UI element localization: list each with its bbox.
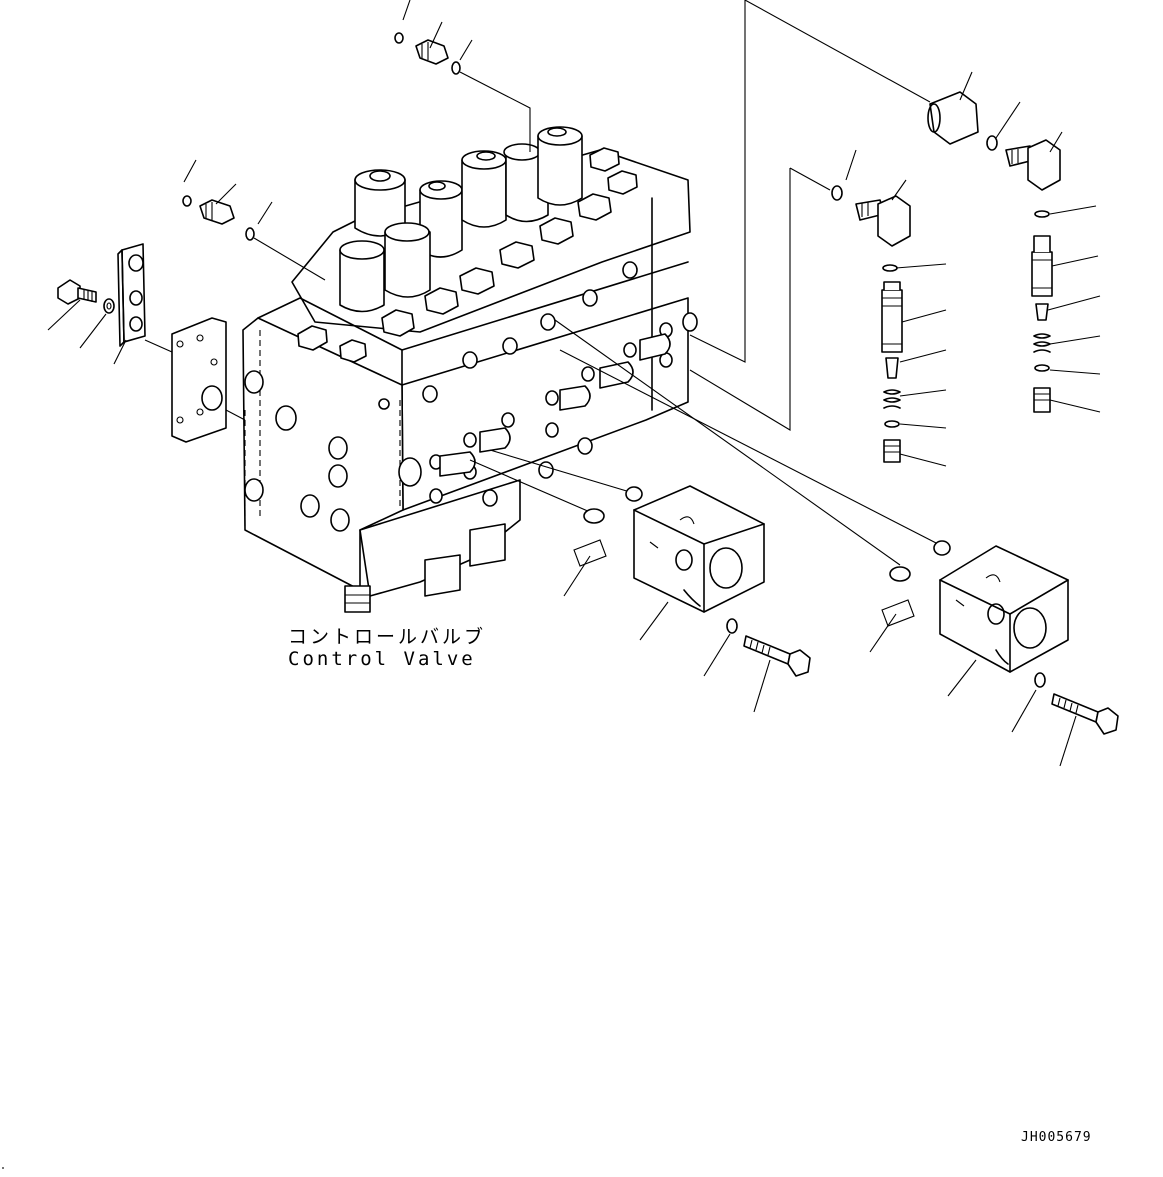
side-plate-assembly	[57, 243, 246, 443]
spool-caps	[297, 126, 638, 363]
top-sensor-fitting	[394, 32, 531, 152]
block-right	[881, 540, 1119, 735]
relief-valve-cartridge-left	[881, 264, 903, 463]
assembly-label-japanese: コントロールバルブ	[288, 626, 487, 648]
leader-lines	[469, 0, 941, 566]
drawing-number: JH005679	[1021, 1130, 1092, 1145]
valve-ports	[244, 261, 698, 532]
relief-valve-cartridge-right	[1031, 210, 1053, 413]
assembly-label-english: Control Valve	[288, 648, 476, 670]
elbow-fitting-lower	[831, 185, 911, 247]
elbow-fitting-upper	[927, 91, 1061, 191]
block-left	[573, 485, 811, 677]
callout-leaders	[47, 0, 1101, 767]
left-sensor-fitting	[182, 195, 326, 281]
